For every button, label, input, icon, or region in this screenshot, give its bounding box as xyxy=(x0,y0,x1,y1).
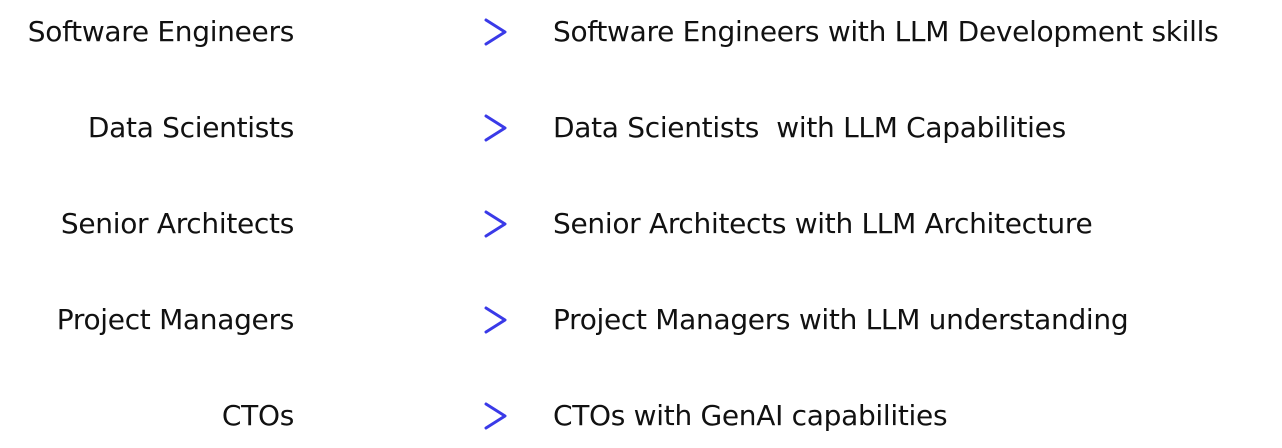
target-role-label: Project Managers with LLM understanding xyxy=(553,303,1129,336)
target-role-label: Software Engineers with LLM Development … xyxy=(553,15,1219,48)
target-role-label: Data Scientists with LLM Capabilities xyxy=(553,111,1066,144)
diagram-row: Software Engineers Software Engineers wi… xyxy=(0,2,1282,62)
target-role-label: Senior Architects with LLM Architecture xyxy=(553,207,1093,240)
diagram-row: Project Managers Project Managers with L… xyxy=(0,290,1282,350)
right-arrow-icon xyxy=(342,18,507,46)
source-role-label: Senior Architects xyxy=(60,207,294,240)
target-role-label: CTOs with GenAI capabilities xyxy=(553,399,948,432)
right-arrow-icon xyxy=(342,114,507,142)
diagram-row: Senior Architects Senior Architects with… xyxy=(0,194,1282,254)
right-arrow-icon xyxy=(342,306,507,334)
diagram-row: CTOs CTOs with GenAI capabilities xyxy=(0,386,1282,446)
right-arrow-icon xyxy=(342,402,507,430)
source-role-label: CTOs xyxy=(221,399,294,432)
source-role-label: Project Managers xyxy=(56,303,295,336)
source-role-label: Data Scientists xyxy=(87,111,294,144)
source-role-label: Software Engineers xyxy=(27,15,295,48)
right-arrow-icon xyxy=(342,210,507,238)
diagram-row: Data Scientists Data Scientists with LLM… xyxy=(0,98,1282,158)
